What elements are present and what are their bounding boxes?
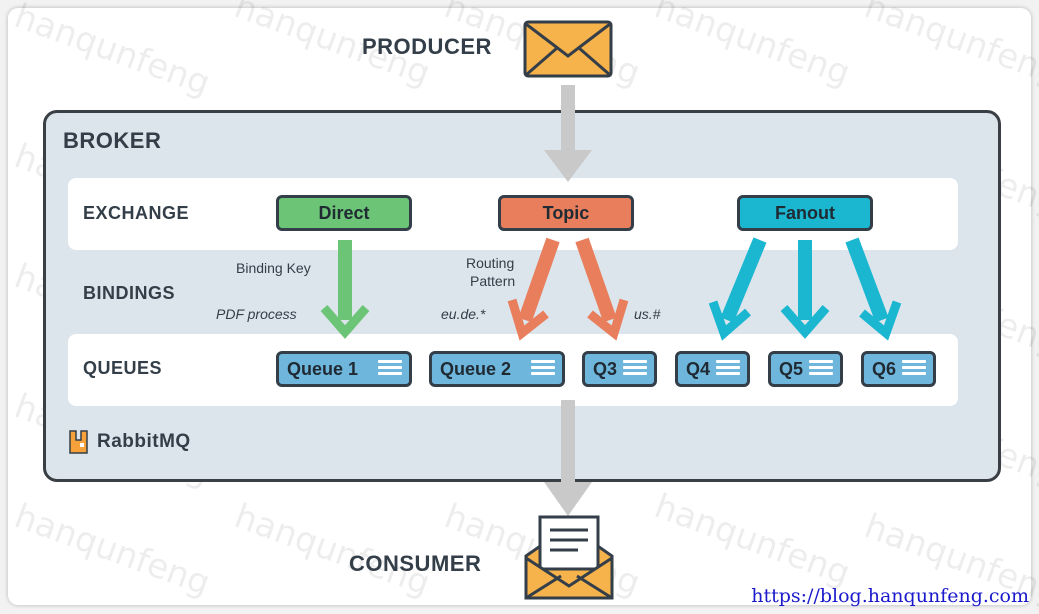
binding-key-label: Binding Key [236,260,311,276]
eu-de-pattern-label: eu.de.* [441,306,486,322]
queue-2-label: Queue 2 [440,358,512,379]
blog-url-link[interactable]: https://blog.hanqunfeng.com [751,585,1029,607]
exchange-topic[interactable]: Topic [498,195,634,231]
fanout-binding-arrows [708,237,902,341]
list-icon [716,360,740,378]
broker-label: BROKER [63,128,162,153]
queue-1-label: Queue 1 [287,358,359,379]
list-icon [902,360,926,378]
producer-label: PRODUCER [362,34,492,59]
list-icon [378,360,402,378]
queue-1[interactable]: Queue 1 [276,351,412,387]
list-icon [809,360,833,378]
queues-row-label: QUEUES [83,358,163,378]
routing-pattern-line1: Routing [466,255,515,271]
rabbitmq-logo-icon [69,430,88,454]
exchange-direct[interactable]: Direct [276,195,412,231]
broker-container [43,110,1001,482]
queue-5-label: Q5 [779,358,804,379]
consumer-envelope-icon [524,515,614,600]
topic-binding-arrows [507,237,629,341]
list-icon [531,360,555,378]
pdf-process-label: PDF process [216,306,297,322]
list-icon [623,360,647,378]
queue-2[interactable]: Queue 2 [429,351,565,387]
queue-3[interactable]: Q3 [582,351,657,387]
exchange-fanout[interactable]: Fanout [737,195,873,231]
us-pattern-label: us.# [634,306,661,322]
exchange-row-label: EXCHANGE [83,203,190,223]
direct-binding-arrow [320,240,370,339]
queue-4-label: Q4 [686,358,711,379]
queue-6[interactable]: Q6 [861,351,936,387]
gray-flow-arrows [544,85,592,516]
consumer-label: CONSUMER [349,551,482,576]
queue-3-label: Q3 [593,358,618,379]
routing-pattern-line2: Pattern [470,273,516,289]
queue-6-label: Q6 [872,358,897,379]
queue-4[interactable]: Q4 [675,351,750,387]
bindings-row-label: BINDINGS [83,283,176,303]
queue-5[interactable]: Q5 [768,351,843,387]
rabbitmq-brand: RabbitMQ [97,431,191,452]
producer-envelope-icon [523,20,613,78]
